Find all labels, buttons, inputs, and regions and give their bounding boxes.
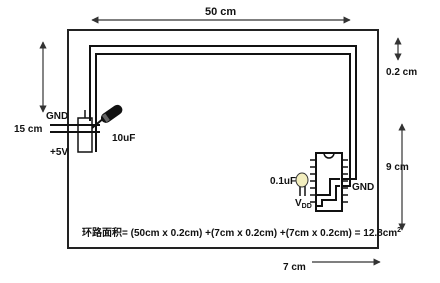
- gnd-right-label: GND: [352, 182, 374, 193]
- inner-trace: [95, 53, 351, 187]
- plus5v-label: +5V: [50, 147, 68, 158]
- ic-chip: [315, 152, 343, 212]
- dim-gap-label: 0.2 cm: [386, 67, 417, 78]
- dim-left-label: 15 cm: [14, 124, 42, 135]
- cap-01uf: [295, 172, 309, 188]
- left-terminal-block: [77, 117, 93, 153]
- ic-pins-right: [342, 159, 348, 203]
- ic-wire-inner: [316, 185, 340, 207]
- cap-10uf: [100, 104, 123, 123]
- vdd-label: VDD: [295, 198, 312, 210]
- cap-01uf-label: 0.1uF: [270, 176, 296, 187]
- ic-notch: [323, 152, 335, 159]
- ic-wire-outer: [316, 178, 340, 196]
- dim-bottom-label: 7 cm: [283, 262, 306, 273]
- dim-top-label: 50 cm: [205, 6, 236, 18]
- ic-pins-left: [310, 159, 316, 203]
- dim-right-label: 9 cm: [386, 162, 409, 173]
- loop-area-formula: 环路面积= (50cm x 0.2cm) +(7cm x 0.2cm) +(7c…: [82, 226, 401, 239]
- gnd-left-label: GND: [46, 111, 68, 122]
- cap-10uf-label: 10uF: [112, 133, 135, 144]
- board-outline: [67, 29, 379, 249]
